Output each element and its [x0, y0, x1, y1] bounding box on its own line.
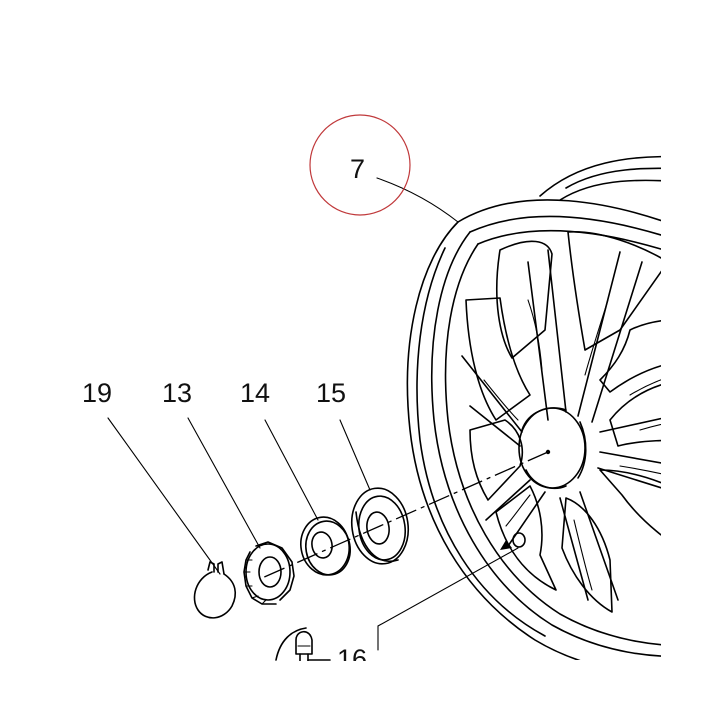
callout-13: 13 — [162, 378, 192, 408]
wheel-rim — [406, 155, 661, 660]
callout-19: 19 — [82, 378, 112, 408]
oil-seal — [350, 487, 410, 565]
circlip — [193, 561, 237, 619]
leader-16 — [377, 547, 519, 651]
wheel-hub — [512, 407, 587, 548]
crop-mask-bottom — [0, 661, 720, 720]
callout-7: 7 — [350, 154, 365, 184]
highlight-circle — [309, 114, 411, 216]
leader-14 — [264, 419, 319, 521]
valve-hole — [512, 532, 526, 548]
tire-valve — [275, 627, 331, 665]
leader-19 — [107, 417, 221, 575]
washer — [300, 516, 351, 576]
leader-15 — [339, 419, 371, 491]
callout-15: 15 — [316, 378, 346, 408]
axle-centerline — [261, 451, 549, 579]
leader-7 — [376, 177, 459, 223]
leader-13 — [187, 417, 261, 549]
ring-nut — [243, 541, 295, 605]
crop-mask-right — [661, 0, 720, 720]
leader-16-arrowhead — [500, 540, 512, 550]
callout-14: 14 — [240, 378, 270, 408]
